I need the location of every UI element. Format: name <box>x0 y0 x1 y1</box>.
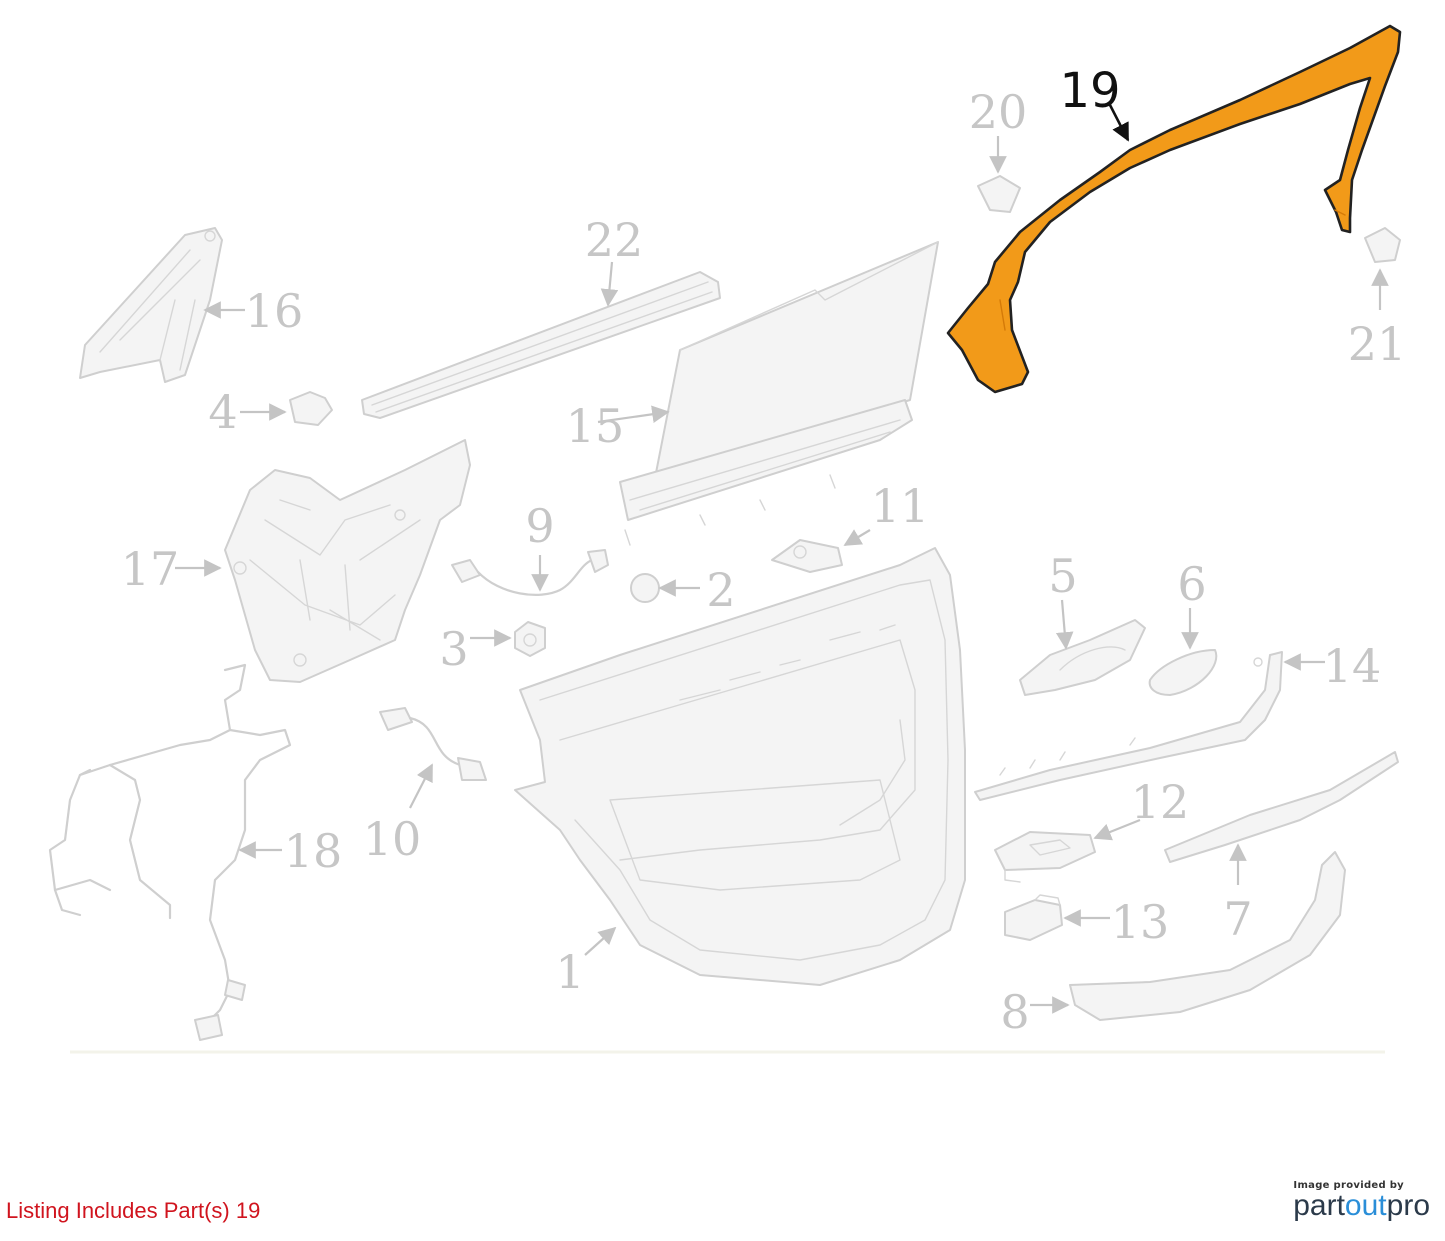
callout-14: 14 <box>1323 639 1382 693</box>
arrow-12 <box>1093 818 1141 841</box>
callout-5: 5 <box>1048 549 1077 603</box>
part-13-switch <box>1004 894 1063 941</box>
callout-19[interactable]: 19 <box>1059 63 1120 119</box>
arrow-22 <box>600 261 619 307</box>
part-6-handle-cover <box>1148 649 1218 696</box>
callout-12: 12 <box>1131 775 1190 829</box>
logo-text-out: out <box>1344 1189 1387 1222</box>
callout-17: 17 <box>121 542 180 596</box>
brand-caption: Image provided by <box>1293 1180 1404 1191</box>
callout-20: 20 <box>969 85 1028 139</box>
part-4-clip <box>289 391 333 426</box>
logo-text-part: part <box>1293 1189 1345 1222</box>
callout-10: 10 <box>363 812 422 866</box>
part-9-cable <box>451 549 609 596</box>
callout-13: 13 <box>1111 895 1170 949</box>
callout-3: 3 <box>439 622 468 676</box>
part-5-interior-handle <box>1019 619 1146 696</box>
listing-parts-label: Listing Includes Part(s) 19 <box>6 1198 261 1223</box>
callout-8: 8 <box>1000 985 1029 1039</box>
part-20-clip <box>977 175 1021 213</box>
part-12-switch <box>994 831 1096 883</box>
callout-22: 22 <box>585 213 644 267</box>
partoutpro-logo: partoutpro <box>1280 1189 1430 1223</box>
callout-21: 21 <box>1348 317 1407 371</box>
part-14-trim-strip <box>974 651 1283 801</box>
arrow-5 <box>1055 599 1074 650</box>
brand-attribution: Image provided by partoutpro <box>1280 1180 1430 1223</box>
arrow-15 <box>597 405 670 424</box>
part-7-armrest-trim <box>1164 751 1399 863</box>
callout-1: 1 <box>555 945 584 999</box>
part-1-door-panel <box>514 547 966 986</box>
logo-text-pro: pro <box>1386 1189 1430 1222</box>
callout-2: 2 <box>706 563 735 617</box>
callout-15: 15 <box>566 399 625 453</box>
part-15-window-glass <box>619 241 939 546</box>
arrow-10 <box>409 763 433 809</box>
part-11-bracket <box>771 539 843 573</box>
part-17-door-module <box>224 439 471 683</box>
part-3-nut <box>514 621 546 657</box>
callout-6: 6 <box>1177 557 1206 611</box>
part-18-wiring-harness <box>48 663 292 1041</box>
callout-18: 18 <box>284 824 343 878</box>
arrow-1 <box>584 926 617 956</box>
callout-11: 11 <box>871 479 930 533</box>
callout-9: 9 <box>525 499 554 553</box>
part-8-pull-handle <box>1069 851 1346 1021</box>
part-19-window-frame-garnish[interactable] <box>946 24 1402 394</box>
callout-7: 7 <box>1223 892 1252 946</box>
part-21-push-pin <box>1364 227 1401 263</box>
part-16-bracket <box>79 227 223 383</box>
part-2-plug <box>630 573 660 603</box>
callout-4: 4 <box>208 385 237 439</box>
arrow-11 <box>843 529 871 546</box>
part-10-cable <box>379 707 487 781</box>
arrow-19 <box>1108 104 1130 142</box>
callout-16: 16 <box>245 284 304 338</box>
part-22-rail <box>361 271 721 419</box>
